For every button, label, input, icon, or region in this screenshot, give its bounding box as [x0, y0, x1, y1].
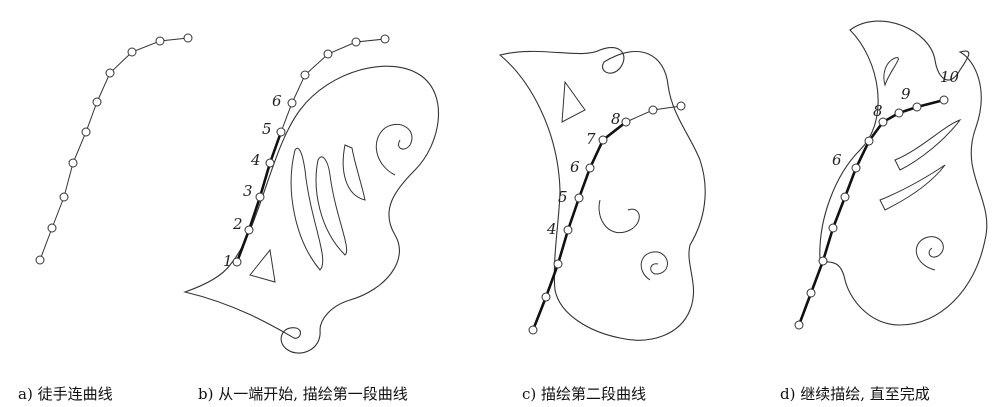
label-c-5: 5 [558, 188, 568, 206]
template-slot-3 [315, 156, 348, 256]
label-c-8: 8 [611, 110, 621, 128]
template-slot-d3 [879, 164, 946, 211]
label-b-1: 1 [223, 252, 233, 270]
label-d-9: 9 [901, 85, 911, 103]
label-b-4: 4 [250, 151, 261, 169]
label-b-3: 3 [243, 182, 253, 200]
template-slot-d1 [883, 57, 899, 87]
caption-b: b) 从一端开始, 描绘第一段曲线 [198, 385, 408, 403]
freehand-points [35, 33, 193, 265]
template-slot-c1 [561, 80, 586, 123]
template-slot-4 [342, 144, 366, 201]
template-slot-2 [290, 147, 324, 271]
french-curve-template-c [498, 47, 706, 341]
template-slot-d2 [894, 119, 962, 171]
second-segment [531, 120, 627, 331]
label-d-6: 6 [832, 151, 842, 169]
freehand-curve [39, 37, 189, 261]
template-slot-c2 [598, 199, 640, 234]
label-d-10: 10 [940, 68, 960, 86]
french-curve-template-d [819, 20, 988, 326]
template-spiral-c [640, 251, 668, 281]
panel-c: 4 5 6 7 8 [498, 47, 706, 341]
panel-a [35, 33, 193, 265]
label-c-6: 6 [570, 158, 580, 176]
french-curve-template [183, 65, 440, 354]
template-slot-1 [249, 248, 276, 283]
label-b-5: 5 [262, 120, 272, 138]
panel-d: 6 8 9 10 [794, 20, 988, 330]
template-spiral [375, 123, 413, 176]
caption-c: c) 描绘第二段曲线 [522, 385, 647, 403]
label-c-7: 7 [586, 130, 596, 148]
caption-d: d) 继续描绘, 直至完成 [780, 385, 930, 403]
label-b-6: 6 [272, 92, 282, 110]
label-d-8: 8 [873, 102, 883, 120]
caption-a: a) 徒手连曲线 [18, 385, 113, 403]
label-b-2: 2 [232, 215, 243, 233]
label-c-4: 4 [546, 220, 557, 238]
panel-b: 1 2 3 4 5 6 [183, 34, 440, 354]
template-spiral-d [915, 236, 944, 271]
